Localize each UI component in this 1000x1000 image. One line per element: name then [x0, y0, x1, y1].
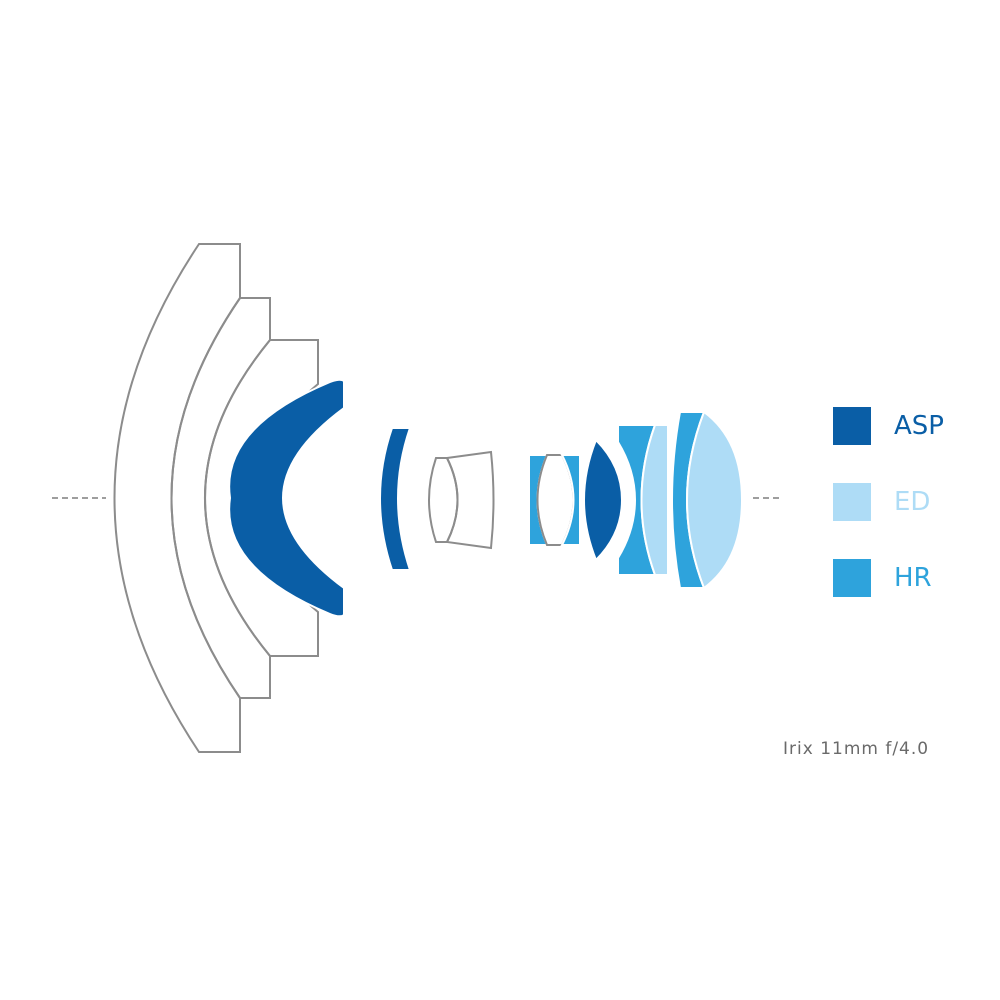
- legend-item-ed: ED: [833, 482, 930, 522]
- legend-item-hr: HR: [833, 558, 932, 598]
- legend-label-ed: ED: [894, 487, 931, 517]
- legend-label-asp: ASP: [894, 411, 944, 441]
- lens-element-1: [113, 243, 241, 753]
- legend-swatch-asp: [833, 407, 871, 445]
- lens-element-15-ed: [686, 410, 744, 590]
- lens-element-7: [445, 450, 495, 550]
- lens-element-11-asp: [582, 438, 624, 562]
- lens-element-13-ed: [640, 424, 669, 576]
- legend-swatch-hr: [833, 559, 871, 597]
- lens-element-4-asp: [228, 378, 345, 618]
- lens-element-5-asp: [379, 427, 412, 571]
- legend-item-asp: ASP: [833, 406, 944, 446]
- lens-model-caption: Irix 11mm f/4.0: [783, 739, 930, 759]
- lens-element-10-hr: [560, 454, 581, 546]
- legend-label-hr: HR: [894, 563, 932, 593]
- legend-swatch-ed: [833, 483, 871, 521]
